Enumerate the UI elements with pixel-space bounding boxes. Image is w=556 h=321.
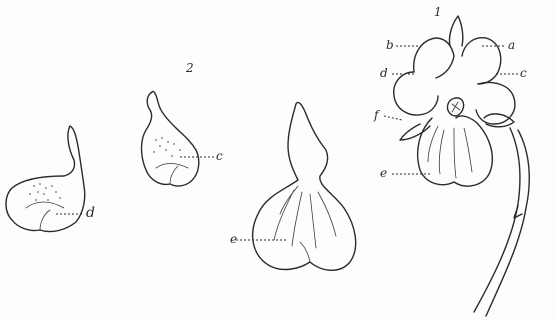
label-a-flower: a [508,39,515,51]
petal-c [142,91,215,186]
label-c-petal: c [216,150,223,162]
label-e-petal: e [230,233,237,245]
petal-d [6,126,85,232]
label-d-flower: d [380,67,388,79]
label-b-flower: b [386,39,394,51]
label-f-flower: f [374,109,378,121]
label-c-flower: c [520,67,527,79]
label-d-petal: d [86,206,95,220]
label-e-flower: e [380,167,387,179]
figure-number-2: 2 [186,62,194,74]
figure-number-1: 1 [434,6,442,18]
petal-e [236,102,356,270]
whole-flower [384,16,529,316]
